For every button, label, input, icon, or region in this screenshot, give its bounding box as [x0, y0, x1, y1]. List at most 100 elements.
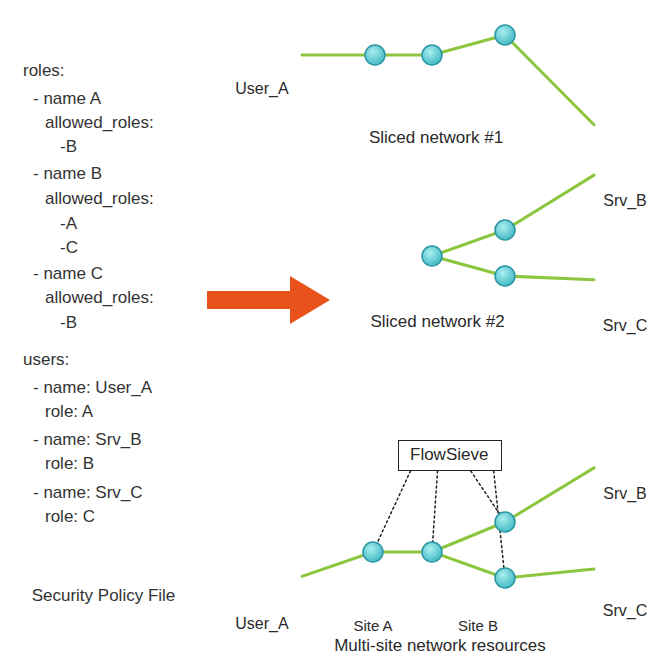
ellipse-node: Sliced network #1 [300, 18, 572, 150]
graphic-part [616, 532, 636, 534]
graphic-part [227, 19, 267, 52]
graphic-part [640, 510, 652, 598]
graphic-part [276, 552, 294, 554]
graphic-part [606, 139, 612, 142]
graphic-part [234, 601, 260, 605]
graphic-part [606, 414, 612, 417]
graphic-part [276, 562, 294, 564]
network-link [505, 175, 594, 230]
network-link [432, 522, 505, 578]
graphic-part [616, 550, 636, 552]
computer-shape [222, 10, 302, 78]
graphic-part [606, 237, 612, 240]
graphic-part [616, 113, 636, 115]
siteA-node: Site A [345, 527, 401, 636]
panel-node: roles:- name Aallowed_roles:-B- name Bal… [0, 38, 207, 613]
policy-line: - name: Srv_C [33, 483, 143, 503]
graphic-part [640, 225, 652, 313]
policy-line: -B [60, 137, 77, 157]
server-node: Srv_B [594, 100, 656, 212]
graphic-part [606, 304, 636, 306]
graphic-part [606, 531, 612, 534]
graphic-part [602, 231, 640, 313]
graphic-part [606, 179, 636, 181]
graphic-part [346, 525, 400, 579]
node-label: Sliced network #1 [300, 128, 572, 148]
graphic-part [415, 500, 541, 594]
graphic-part [276, 27, 294, 29]
graphic-part [602, 106, 640, 188]
server-node: Srv_C [594, 510, 656, 622]
policy-arrow [207, 276, 330, 324]
network-link [505, 35, 594, 125]
graphic-part [272, 545, 298, 611]
node-label: Multi-site network resources [305, 636, 575, 656]
graphic-part [606, 130, 612, 133]
node-label: User_A [222, 615, 302, 633]
graphic-part [606, 561, 636, 563]
computer-node: User_A [222, 545, 302, 635]
network-link [302, 552, 373, 576]
graphic-part [276, 17, 294, 19]
graphic-part [616, 247, 636, 249]
graphic-part [606, 112, 612, 115]
graphic-part [606, 423, 612, 426]
policy-line: - name A [33, 89, 101, 109]
graphic-part [606, 568, 636, 570]
network-link [505, 468, 594, 522]
graphic-part [606, 121, 612, 124]
node-label: Srv_C [594, 317, 656, 335]
policy-line: -A [60, 214, 77, 234]
graphic-part [283, 573, 287, 577]
graphic-part [276, 22, 294, 24]
graphic-part [602, 225, 652, 231]
graphic-part [276, 557, 294, 559]
graphic-part [606, 432, 612, 435]
policy-line: users: [23, 350, 69, 370]
graphic-part [272, 10, 298, 76]
graphic-part [301, 20, 571, 118]
graphic-part [616, 406, 636, 408]
graphic-part [283, 38, 287, 42]
node-label: Site A [345, 617, 401, 634]
policy-line: role: B [45, 454, 94, 474]
graphic-part [224, 16, 270, 56]
graphic-part [606, 158, 636, 160]
server-shape [594, 100, 656, 190]
graphic-part [227, 554, 267, 587]
policy-line: roles: [23, 61, 65, 81]
node-label: Srv_B [594, 485, 656, 503]
graphic-part [606, 549, 612, 552]
inactive-node [494, 84, 516, 106]
graphic-part [606, 246, 612, 249]
graphic-part [616, 256, 636, 258]
graphic-part [640, 100, 652, 188]
graphic-part [363, 25, 515, 588]
policy-line: - name B [33, 164, 102, 184]
graphic-part [616, 265, 636, 267]
graphic-part [606, 255, 612, 258]
control-link [373, 471, 410, 552]
siteB-node: Site B [414, 499, 542, 636]
graphic-part [302, 208, 570, 304]
graphic-part [606, 405, 612, 408]
graphic-part [616, 541, 636, 543]
graphic-part [606, 444, 636, 446]
network-node [363, 542, 383, 562]
graphic-part [606, 575, 636, 577]
node-label: Sliced network #2 [330, 312, 545, 332]
graphic-part [606, 458, 636, 460]
network-link [302, 54, 375, 57]
ellipse-shape [305, 497, 575, 658]
graphic-part [239, 591, 255, 601]
panel-heading: Security Policy File [0, 586, 207, 606]
policy-line: -C [60, 238, 78, 258]
network-node [422, 246, 442, 266]
node-label: Srv_B [594, 192, 656, 210]
policy-line: role: C [45, 507, 95, 527]
graphic-part [606, 465, 636, 467]
graphic-part [616, 424, 636, 426]
policy-line: - name: User_A [33, 378, 152, 398]
graphic-part [602, 100, 652, 106]
